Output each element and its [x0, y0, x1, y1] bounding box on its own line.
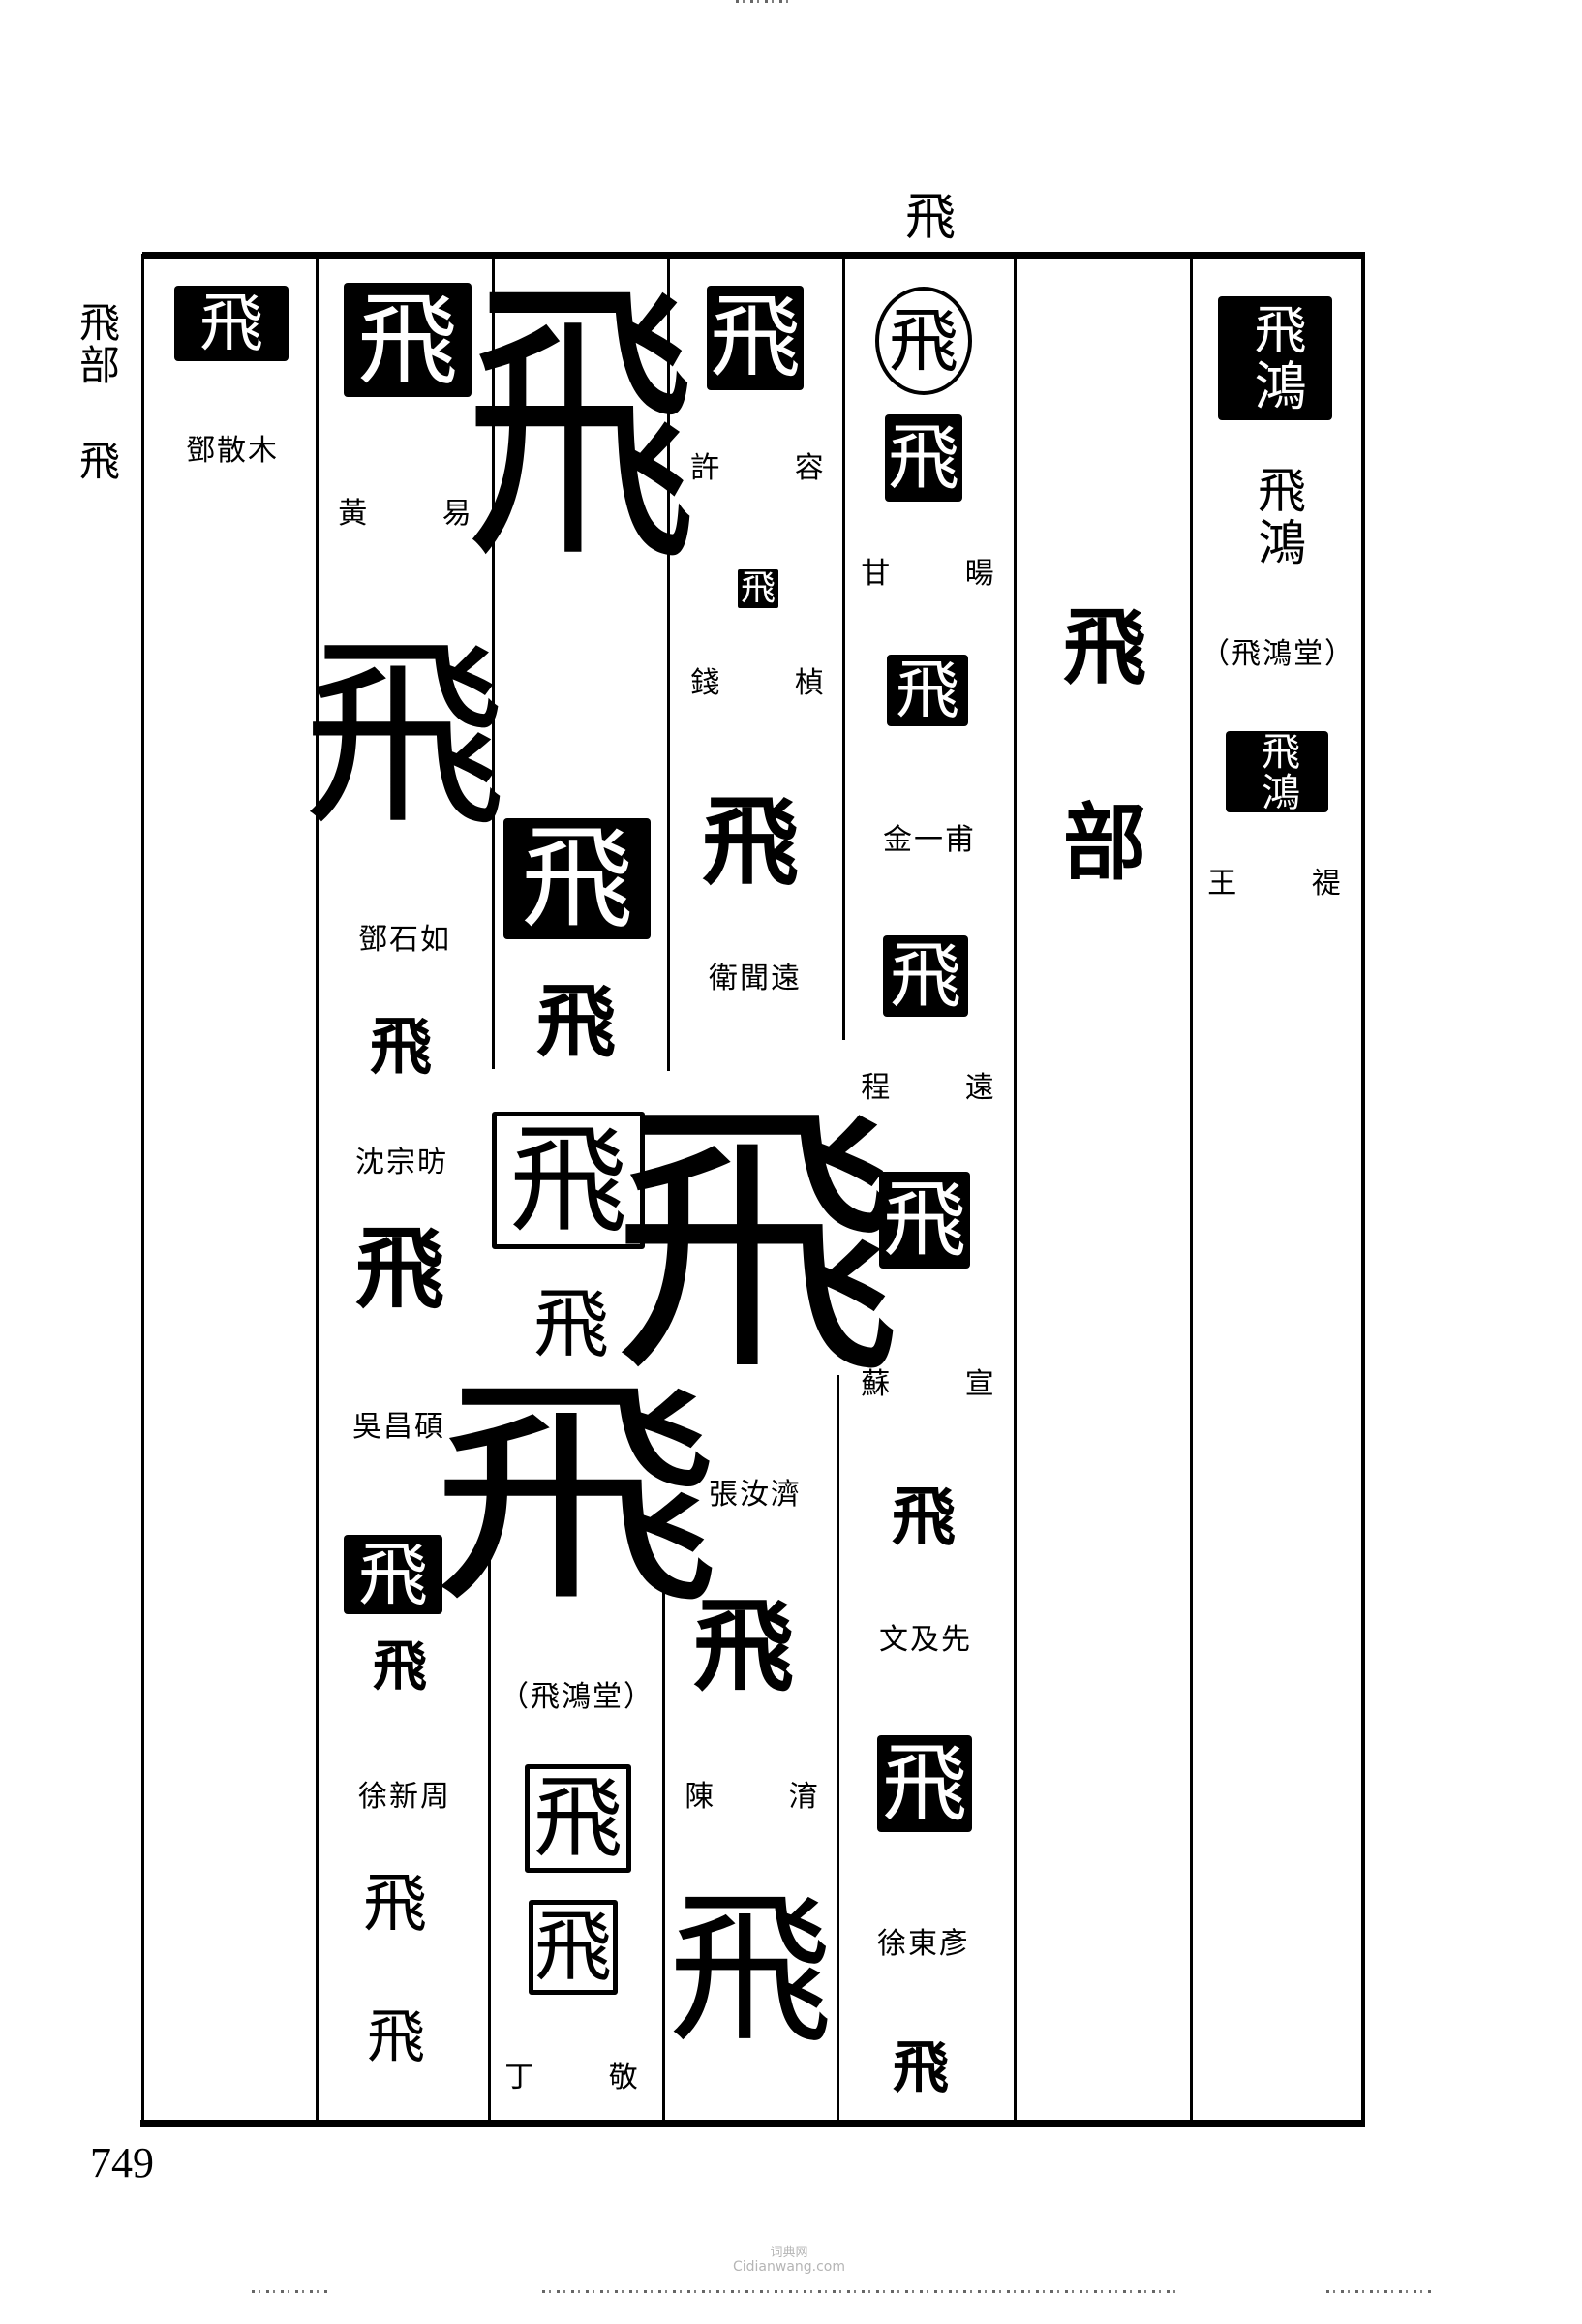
artist-label: 鄧散木	[186, 434, 279, 468]
scan-artifact	[252, 2290, 329, 2293]
seal-impression: 飛	[668, 1875, 834, 2066]
scan-artifact	[736, 0, 794, 3]
seal-impression: 飛	[879, 1172, 970, 1269]
seal-impression: 飛	[344, 283, 472, 397]
seal-impression: 飛	[536, 975, 617, 1068]
seal-impression: 飛	[702, 784, 799, 899]
artist-label: 鄧石如	[358, 923, 451, 957]
seal-impression: 飛	[892, 1479, 956, 1554]
column-divider-1	[316, 258, 319, 2123]
artist-label: 許 容	[690, 451, 857, 485]
section-heading-char-1: 飛	[1063, 599, 1146, 696]
seal-impression: 飛	[174, 286, 289, 361]
seal-impression: 飛	[883, 935, 968, 1017]
artist-label: 衛聞遠	[709, 962, 802, 995]
table-bottom-rule	[140, 2120, 1365, 2127]
seal-impression: 飛鴻	[1250, 465, 1306, 569]
seal-impression: 飛	[525, 1764, 631, 1873]
margin-radical-label: 飛部	[79, 299, 121, 390]
seal-impression: 飛	[877, 1735, 972, 1832]
seal-impression: 飛	[892, 2034, 949, 2100]
seal-impression: 飛	[707, 286, 804, 390]
watermark-cn: 词典网	[770, 2246, 808, 2260]
column-divider-3a	[667, 258, 670, 1071]
artist-label: 徐東彥	[877, 1927, 970, 1961]
artist-label: 程 遠	[861, 1071, 1027, 1105]
column-divider-3b	[662, 1588, 665, 2123]
margin-char-label: 飛	[79, 438, 121, 485]
seal-impression: 飛	[373, 1635, 427, 1698]
artist-label: 徐新周	[358, 1780, 451, 1814]
seal-impression: 飛	[887, 655, 968, 726]
page-number: 749	[90, 2139, 154, 2186]
artist-label: 錢 楨	[690, 666, 857, 700]
artist-label: 沈宗昉	[355, 1146, 448, 1179]
seal-impression: 飛	[465, 250, 698, 602]
artist-label: 丁 敬	[504, 2061, 671, 2095]
table-left-border	[141, 254, 144, 2125]
seal-impression-large: 飛	[612, 1074, 902, 1413]
seal-impression: 飛	[367, 2003, 425, 2071]
page-header-char: 飛	[905, 189, 957, 247]
seal-impression: 飛	[885, 414, 962, 502]
column-divider-4b	[837, 1375, 839, 2123]
seal-impression: 飛	[529, 1900, 618, 1995]
column-divider-2a	[492, 258, 495, 1069]
seal-impression: 飛	[492, 1112, 645, 1249]
scan-artifact	[542, 2290, 1181, 2293]
artist-label: 王 禔	[1207, 867, 1374, 901]
seal-impression: 飛	[363, 1866, 427, 1941]
section-heading-char-2: 部	[1063, 795, 1146, 892]
seal-impression: 飛	[370, 1011, 432, 1084]
column-divider-2b	[488, 1559, 491, 2123]
artist-label: 吳昌碩	[352, 1410, 445, 1444]
seal-impression: 飛	[693, 1586, 795, 1705]
seal-impression: 飛	[355, 1216, 445, 1321]
studio-label: （飛鴻堂）	[500, 1680, 654, 1714]
seal-impression: 飛	[738, 569, 778, 608]
artist-label: 文及先	[879, 1623, 972, 1657]
seal-impression: 飛	[532, 1280, 609, 1368]
seal-impression: 飛鴻	[1226, 731, 1328, 812]
seal-impression: 飛	[503, 818, 651, 939]
seal-impression-large: 飛	[431, 1355, 721, 1636]
table-right-border	[1361, 254, 1365, 2125]
round-seal-impression: 飛	[875, 287, 972, 395]
watermark-en: Cidianwang.com	[732, 2258, 846, 2275]
studio-label: （飛鴻堂）	[1201, 637, 1355, 671]
table-top-rule	[142, 252, 1365, 259]
artist-label: 張汝濟	[709, 1478, 802, 1512]
artist-label: 金一甫	[883, 823, 976, 857]
column-divider-4a	[842, 258, 845, 1040]
column-divider-6	[1190, 258, 1193, 2123]
site-watermark: 词典网 Cidianwang.com	[721, 2247, 857, 2274]
seal-impression: 飛	[344, 1535, 442, 1614]
artist-label: 黃 易	[338, 497, 504, 531]
seal-impression: 飛鴻	[1218, 296, 1332, 420]
artist-label: 蘇 宣	[861, 1367, 1027, 1401]
artist-label: 甘 暘	[861, 557, 1027, 591]
scan-artifact	[1326, 2290, 1433, 2293]
seal-impression: 飛	[303, 617, 507, 854]
artist-label: 陳 淯	[685, 1780, 851, 1814]
column-divider-5	[1014, 258, 1017, 2123]
